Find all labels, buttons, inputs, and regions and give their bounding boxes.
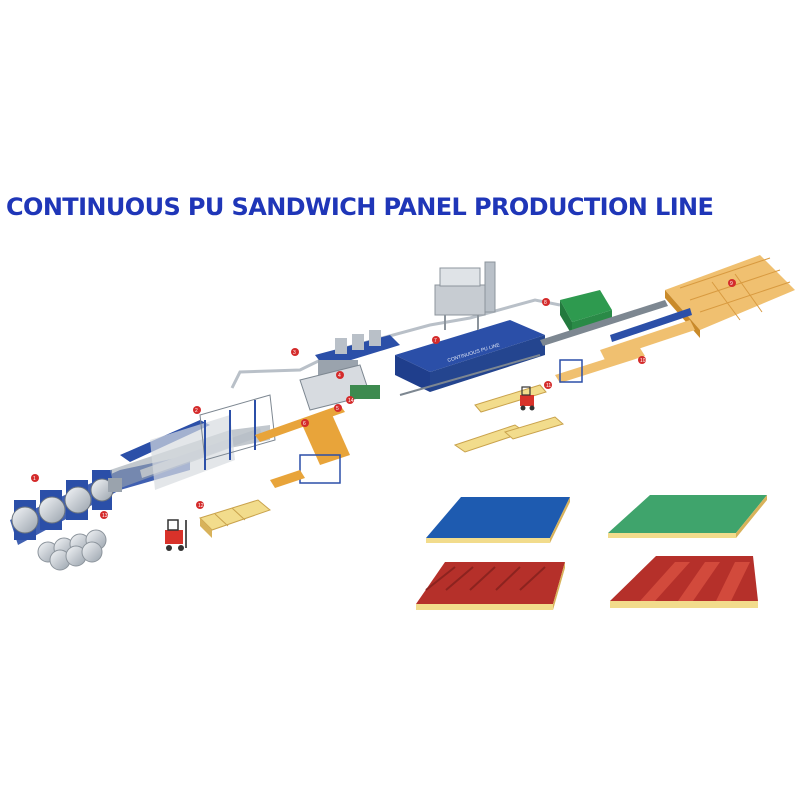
svg-text:1: 1: [33, 476, 36, 482]
station-marker: 1: [31, 474, 39, 482]
svg-text:11: 11: [546, 383, 551, 389]
output-conveyor: [540, 300, 695, 383]
blue-flat-wall-panel-icon: [426, 497, 570, 543]
panel-bundle-stack: [453, 384, 565, 453]
station-marker: 13: [100, 511, 108, 519]
station-marker: 3: [291, 348, 299, 356]
feeding-conveyor: [255, 405, 350, 488]
svg-text:6: 6: [303, 421, 306, 427]
station-marker: 10: [638, 356, 646, 364]
station-marker: 8: [542, 298, 550, 306]
roll-forming-section: [108, 394, 276, 492]
svg-text:10: 10: [640, 358, 646, 364]
exhaust-tower: [434, 261, 496, 330]
forklift-icon: [165, 519, 187, 551]
station-marker: 14: [346, 396, 354, 404]
svg-text:9: 9: [730, 281, 733, 287]
svg-text:4: 4: [338, 373, 341, 379]
station-marker: 11: [544, 381, 552, 389]
green-flat-wall-panel-icon: [608, 495, 767, 538]
svg-text:13: 13: [102, 513, 108, 519]
finished-panel-stack: [199, 499, 272, 538]
station-marker: 6: [301, 419, 309, 427]
red-trapezoid-roof-panel-icon: [610, 556, 758, 608]
station-marker: 9: [728, 279, 736, 287]
station-marker: 12: [196, 501, 204, 509]
svg-text:5: 5: [336, 406, 339, 412]
station-marker: 4: [336, 371, 344, 379]
double-belt-conveyor: CONTINUOUS PU LINE: [395, 320, 545, 396]
forklift-icon: [520, 386, 535, 411]
red-corrugated-wall-panel-icon: [416, 562, 565, 610]
svg-text:14: 14: [348, 398, 354, 404]
svg-text:7: 7: [434, 338, 437, 344]
diagram-title: CONTINUOUS PU SANDWICH PANEL PRODUCTION …: [6, 193, 714, 221]
station-marker: 5: [334, 404, 342, 412]
station-marker: 2: [193, 406, 201, 414]
svg-text:8: 8: [544, 300, 547, 306]
steel-coil-stock: [37, 529, 107, 571]
svg-text:12: 12: [198, 503, 204, 509]
svg-text:3: 3: [293, 350, 296, 356]
svg-text:2: 2: [195, 408, 198, 414]
station-marker: 7: [432, 336, 440, 344]
